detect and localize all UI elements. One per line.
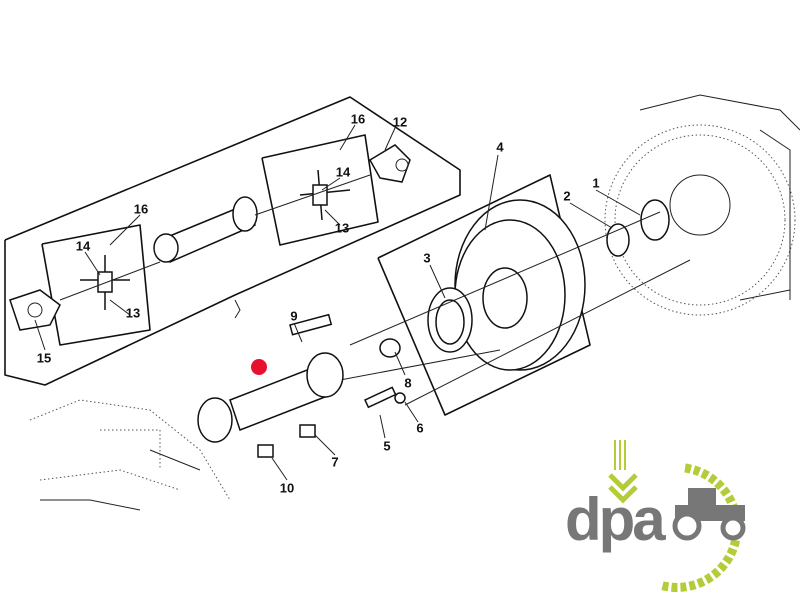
callout-13-top: 13 bbox=[334, 220, 350, 236]
leader-lines bbox=[34, 124, 641, 481]
callout-8: 8 bbox=[404, 375, 412, 391]
flywheel-housing bbox=[29, 94, 800, 511]
callout-13-left: 13 bbox=[125, 305, 141, 321]
callout-10: 10 bbox=[279, 480, 295, 496]
callout-14-left: 14 bbox=[75, 238, 91, 254]
callout-7: 7 bbox=[331, 454, 339, 470]
coupling-assembly bbox=[197, 199, 691, 458]
callout-6: 6 bbox=[416, 420, 424, 436]
exploded-view-frame bbox=[4, 96, 591, 416]
svg-text:dpa: dpa bbox=[565, 486, 666, 553]
callout-3: 3 bbox=[423, 250, 431, 266]
callout-16-top: 16 bbox=[350, 111, 366, 127]
callout-14-top: 14 bbox=[335, 164, 351, 180]
callout-5: 5 bbox=[383, 438, 391, 454]
drive-shaft bbox=[9, 144, 411, 331]
dpa-logo: dpa bbox=[565, 440, 746, 592]
callout-4: 4 bbox=[496, 139, 504, 155]
callout-9: 9 bbox=[290, 308, 298, 324]
callout-16-left: 16 bbox=[133, 201, 149, 217]
callout-12: 12 bbox=[392, 114, 408, 130]
callout-15: 15 bbox=[36, 350, 52, 366]
callout-1: 1 bbox=[592, 175, 600, 191]
highlight-marker bbox=[251, 359, 267, 375]
callout-2: 2 bbox=[563, 188, 571, 204]
